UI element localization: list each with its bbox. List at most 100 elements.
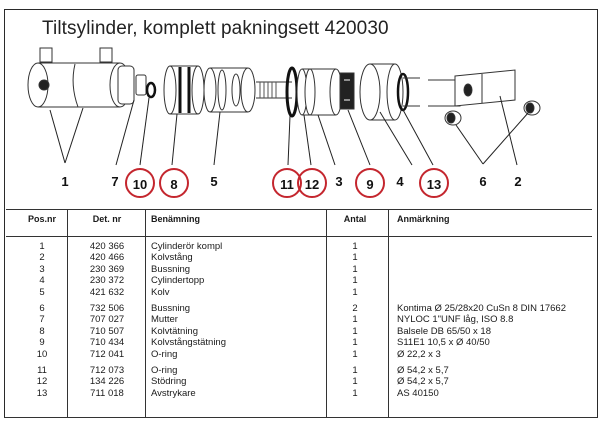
column-anmarkning: Kontima Ø 25/28x20 CuSn 8 DIN 17662 NYLO… bbox=[397, 241, 597, 399]
callout-9-highlighted: 9 bbox=[355, 168, 385, 198]
table-cell: Bussning bbox=[151, 302, 191, 314]
table-cell: 1 bbox=[352, 337, 358, 349]
document-title: Tiltsylinder, komplett pakningsett 42003… bbox=[42, 18, 389, 39]
table-cell: Ø 54,2 x 5,7 bbox=[397, 364, 449, 376]
table-cell: 2 bbox=[39, 252, 45, 264]
table-cell: 8 bbox=[39, 325, 45, 337]
table-col-divider bbox=[326, 209, 327, 417]
table-cell: 7 bbox=[39, 314, 45, 326]
callout-10-highlighted: 10 bbox=[125, 168, 155, 198]
table-cell: Stödring bbox=[151, 376, 187, 388]
header-anmarkning: Anmärkning bbox=[397, 214, 450, 224]
table-cell: Avstrykare bbox=[151, 387, 196, 399]
table-cell: 10 bbox=[36, 348, 48, 360]
table-cell: Kolv bbox=[151, 286, 170, 298]
table-cell: 5 bbox=[39, 286, 45, 298]
table-cell: 1 bbox=[352, 314, 358, 326]
table-cell: Ø 22,2 x 3 bbox=[397, 348, 441, 360]
exploded-view-diagram bbox=[27, 47, 541, 166]
table-cell: 1 bbox=[352, 364, 358, 376]
table-cell: S11E1 10,5 x Ø 40/50 bbox=[397, 337, 490, 349]
table-col-divider bbox=[388, 209, 389, 417]
rod-seal-part-9 bbox=[339, 72, 355, 110]
table-header-rule bbox=[6, 236, 592, 237]
table-cell: Ø 54,2 x 5,7 bbox=[397, 376, 449, 388]
table-cell: O-ring bbox=[151, 364, 178, 376]
header-benamning: Benämning bbox=[151, 214, 201, 224]
table-bottom-rule bbox=[4, 417, 598, 418]
callout-5: 5 bbox=[210, 174, 218, 189]
table-cell: 710 507 bbox=[89, 325, 125, 337]
table-cell bbox=[397, 264, 597, 275]
table-cell: 134 226 bbox=[89, 376, 125, 388]
table-cell bbox=[397, 275, 597, 286]
table-cell: 4 bbox=[39, 275, 45, 287]
table-cell: 1 bbox=[352, 325, 358, 337]
callout-13-highlighted: 13 bbox=[419, 168, 449, 198]
table-cell: Mutter bbox=[151, 314, 178, 326]
header-antal: Antal bbox=[343, 214, 367, 224]
cylinder-head-part-4 bbox=[359, 63, 404, 121]
rod-end-part-2 bbox=[428, 69, 516, 107]
cylinder-tube-part-1 bbox=[27, 47, 135, 108]
table-cell: 9 bbox=[39, 337, 45, 349]
table-col-divider bbox=[145, 209, 146, 417]
bushing-part-3 bbox=[296, 68, 343, 116]
column-benamning: Cylinderör kompl Kolvstång Bussning Cyli… bbox=[151, 241, 311, 399]
table-cell: 710 434 bbox=[89, 337, 125, 349]
table-cell: 712 073 bbox=[89, 364, 125, 376]
table-cell: 230 369 bbox=[89, 263, 125, 275]
header-det-nr: Det. nr bbox=[92, 214, 122, 224]
column-pos-nr: 1 2 3 4 5 6 7 8 9 10 11 12 13 bbox=[22, 241, 62, 399]
table-cell: 230 372 bbox=[89, 275, 125, 287]
callout-4: 4 bbox=[396, 174, 404, 189]
table-cell: 11 bbox=[37, 364, 47, 376]
table-cell: 707 027 bbox=[89, 314, 125, 326]
table-cell: 2 bbox=[352, 302, 358, 314]
column-antal: 1 1 1 1 1 2 1 1 1 1 1 1 1 bbox=[330, 241, 380, 399]
table-cell: 13 bbox=[36, 387, 48, 399]
table-cell: 12 bbox=[36, 376, 48, 388]
table-top-rule bbox=[6, 209, 592, 210]
table-cell: Bussning bbox=[151, 263, 191, 275]
table-cell: 1 bbox=[352, 252, 358, 264]
leader-lines bbox=[49, 95, 529, 166]
table-cell: 1 bbox=[352, 387, 358, 399]
table-cell: Cylindertopp bbox=[151, 275, 205, 287]
table-cell: Kolvtätning bbox=[151, 325, 199, 337]
piston-part-5 bbox=[203, 67, 256, 113]
piston-seal-part-8 bbox=[163, 65, 205, 115]
callout-12-highlighted: 12 bbox=[297, 168, 327, 198]
callout-2: 2 bbox=[514, 174, 522, 189]
table-cell: 1 bbox=[352, 286, 358, 298]
table-cell: Balsele DB 65/50 x 18 bbox=[397, 325, 492, 337]
table-cell bbox=[397, 287, 597, 298]
table-cell: 421 632 bbox=[89, 286, 125, 298]
table-cell: 6 bbox=[39, 302, 45, 314]
table-cell: 1 bbox=[39, 241, 45, 252]
table-col-divider bbox=[67, 209, 68, 417]
callout-8-highlighted: 8 bbox=[159, 168, 189, 198]
table-cell: 1 bbox=[352, 241, 358, 252]
table-cell: 732 506 bbox=[89, 302, 125, 314]
table-cell: 1 bbox=[352, 348, 358, 360]
table-cell bbox=[397, 252, 597, 263]
table-cell: 1 bbox=[352, 263, 358, 275]
nut-part-7 bbox=[135, 74, 147, 96]
table-cell: Kontima Ø 25/28x20 CuSn 8 DIN 17662 bbox=[397, 302, 566, 314]
table-cell: AS 40150 bbox=[397, 387, 439, 399]
table-cell: 420 466 bbox=[89, 252, 125, 264]
table-cell: O-ring bbox=[151, 348, 178, 360]
callout-3: 3 bbox=[335, 174, 343, 189]
table-cell: Kolvstångstätning bbox=[151, 337, 226, 349]
callout-6: 6 bbox=[479, 174, 487, 189]
table-cell: 712 041 bbox=[89, 348, 125, 360]
table-cell: 1 bbox=[352, 376, 358, 388]
o-ring-part-11 bbox=[285, 66, 299, 118]
table-cell: 420 366 bbox=[89, 241, 125, 252]
table-cell: 1 bbox=[352, 275, 358, 287]
table-cell: NYLOC 1"UNF låg, ISO 8.8 bbox=[397, 314, 514, 326]
o-ring-part-10 bbox=[145, 81, 157, 99]
table-cell: Cylinderör kompl bbox=[151, 241, 223, 252]
table-cell: 3 bbox=[39, 263, 45, 275]
